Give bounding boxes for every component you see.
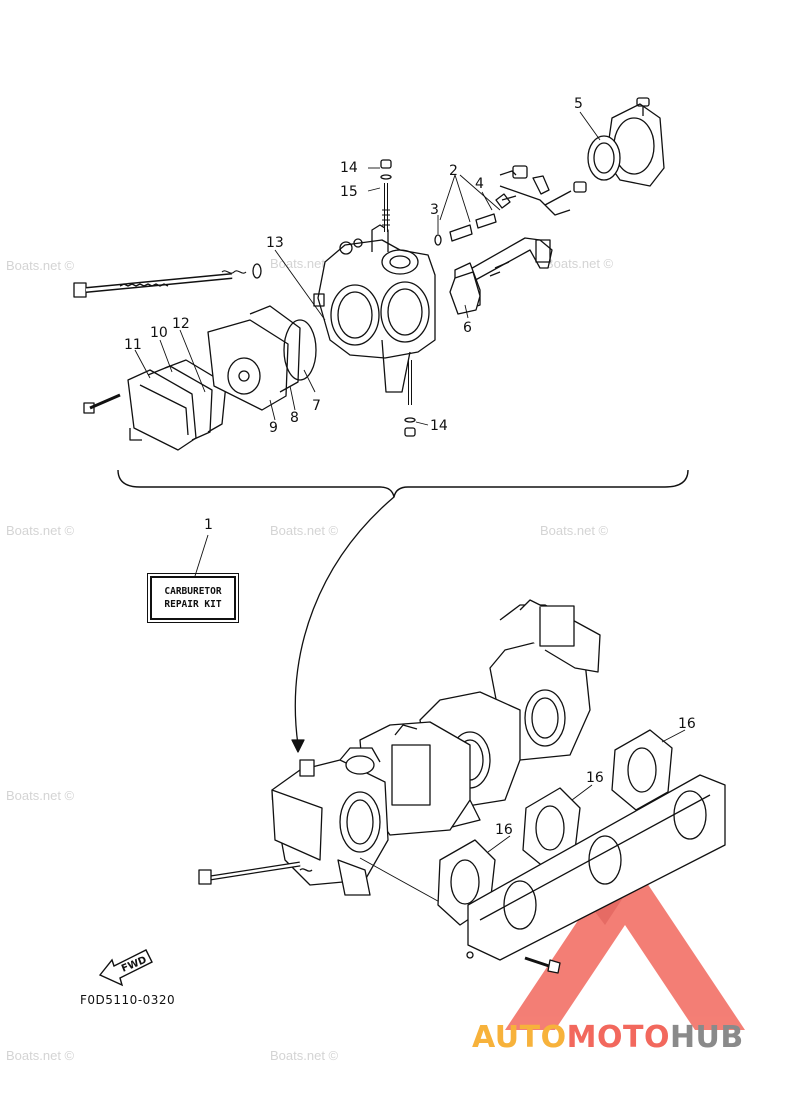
gasket-part xyxy=(611,729,673,811)
diagram-code: F0D5110-0320 xyxy=(80,993,176,1007)
watermark: Boats.net © xyxy=(270,523,339,538)
exploded-view xyxy=(73,97,689,753)
callout-13: 13 xyxy=(266,235,284,251)
gasket-part xyxy=(522,787,581,869)
forward-arrow-icon: FWD xyxy=(98,949,153,987)
callout-8: 8 xyxy=(290,410,299,426)
diaphragm-cover-part xyxy=(587,97,665,187)
needle-valve-part xyxy=(434,193,517,246)
kit-label-line2: REPAIR KIT xyxy=(164,599,222,610)
callout-6: 6 xyxy=(463,320,472,336)
watermark: Boats.net © xyxy=(540,523,609,538)
leader-lines xyxy=(134,111,601,426)
kit-label-line1: CARBURETOR xyxy=(164,586,222,597)
callout-7: 7 xyxy=(312,398,321,414)
watermark: Boats.net © xyxy=(270,1048,339,1063)
callout-2: 2 xyxy=(449,163,458,179)
carburetor-body-part xyxy=(313,224,436,393)
intake-manifold-part xyxy=(466,774,726,974)
callout-16: 16 xyxy=(495,822,513,838)
callout-3: 3 xyxy=(430,202,439,218)
group-brace xyxy=(117,469,689,498)
callout-16: 16 xyxy=(586,770,604,786)
callout-14-top: 14 xyxy=(340,160,358,176)
callout-12: 12 xyxy=(172,316,190,332)
callout-9: 9 xyxy=(269,420,278,436)
brand-part-moto: MOTO xyxy=(566,1020,670,1055)
watermark: Boats.net © xyxy=(6,1048,75,1063)
brand-part-hub: HUB xyxy=(669,1020,744,1055)
callout-16: 16 xyxy=(678,716,696,732)
carburetor-repair-kit-label: CARBURETOR REPAIR KIT xyxy=(147,573,239,623)
callout-15: 15 xyxy=(340,184,358,200)
assembled-carburetor-view xyxy=(194,534,726,974)
callout-11: 11 xyxy=(124,337,142,353)
callout-numbers: 5 2 4 3 14 15 13 6 14 12 10 11 7 8 9 1 1… xyxy=(124,96,696,838)
callout-14-bottom: 14 xyxy=(430,418,448,434)
adjust-screw-part xyxy=(73,263,262,298)
brand-name: AUTOMOTOHUB xyxy=(472,1020,744,1055)
brand-part-auto: AUTO xyxy=(472,1020,567,1055)
callout-5: 5 xyxy=(574,96,583,112)
gasket-part xyxy=(449,271,481,315)
watermark: Boats.net © xyxy=(6,788,75,803)
callout-1: 1 xyxy=(204,517,213,533)
fuel-pump-cover-part xyxy=(83,305,317,451)
callout-4: 4 xyxy=(475,176,484,192)
watermark: Boats.net © xyxy=(6,258,75,273)
watermark: Boats.net © xyxy=(6,523,75,538)
jet-part xyxy=(380,159,392,232)
callout-10: 10 xyxy=(150,325,168,341)
assembly-arrow xyxy=(294,496,395,746)
watermark: Boats.net © xyxy=(545,256,614,271)
jet-part xyxy=(404,360,416,437)
